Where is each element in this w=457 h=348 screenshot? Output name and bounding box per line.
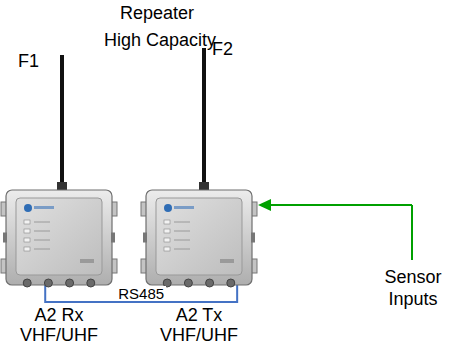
bus-label: RS485 [116, 286, 166, 301]
frequency-label: F1 [18, 50, 39, 72]
arrowhead [258, 199, 271, 211]
logo-bar [34, 206, 54, 209]
antenna [60, 55, 64, 186]
heading: Repeater [120, 2, 194, 24]
cable-gland [206, 279, 214, 287]
side-gland [143, 233, 147, 243]
led-legend [34, 240, 50, 241]
status-led [164, 238, 170, 242]
input-label: Sensor Inputs [377, 266, 449, 310]
led-legend [174, 231, 190, 232]
antenna [202, 48, 206, 186]
side-gland [111, 233, 115, 243]
frequency-label: F2 [212, 38, 233, 60]
status-led [24, 238, 30, 242]
model-plate [80, 259, 94, 263]
bus-connector [45, 285, 237, 302]
radio-enclosure [6, 190, 112, 285]
cable-gland [23, 279, 31, 287]
leader-line [411, 205, 413, 260]
led-legend [174, 249, 190, 250]
enclosure [146, 190, 252, 285]
status-led [164, 220, 170, 224]
logo-bar [174, 206, 194, 209]
led-legend [34, 249, 50, 250]
enclosure [6, 190, 112, 285]
led-legend [34, 231, 50, 232]
unit-caption: A2 Rx VHF/UHF [16, 305, 102, 345]
status-led [24, 229, 30, 233]
led-legend [174, 222, 190, 223]
side-gland [251, 233, 255, 243]
sensor-arrow [268, 204, 412, 206]
status-led [164, 229, 170, 233]
model-plate [220, 259, 234, 263]
cable-gland [44, 279, 52, 287]
front-panel [16, 198, 102, 275]
led-legend [174, 240, 190, 241]
status-led [24, 220, 30, 224]
led-legend [34, 222, 50, 223]
status-led [24, 247, 30, 251]
unit-caption: A2 Tx VHF/UHF [156, 305, 242, 345]
radio-unit: A2 Tx VHF/UHF [146, 190, 252, 285]
status-led [164, 247, 170, 251]
logo [164, 204, 172, 212]
cable-gland [87, 279, 95, 287]
side-gland [3, 233, 7, 243]
cable-gland [184, 279, 192, 287]
front-panel [156, 198, 242, 275]
radio-unit: A2 Rx VHF/UHF [6, 190, 112, 285]
cable-gland [227, 279, 235, 287]
heading: High Capacity [104, 29, 216, 51]
logo [24, 204, 32, 212]
cable-gland [66, 279, 74, 287]
radio-enclosure [146, 190, 252, 285]
